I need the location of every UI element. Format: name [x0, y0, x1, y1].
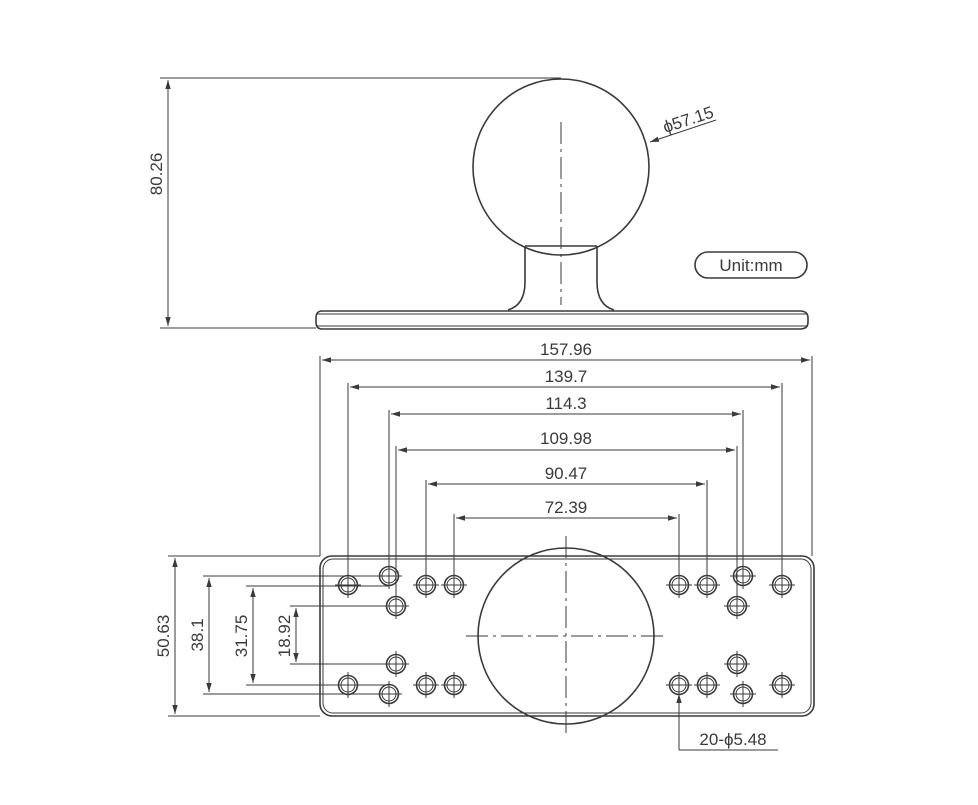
width-label-139-7: 139.7 — [545, 367, 588, 386]
mounting-hole — [666, 672, 692, 698]
mounting-hole — [769, 572, 795, 598]
ball-diameter-label: ϕ57.15 — [661, 103, 716, 137]
width-label-114-3: 114.3 — [545, 394, 586, 413]
mounting-hole — [724, 651, 750, 677]
hole-callout: 20-ϕ5.48 — [676, 694, 778, 751]
height-label-18-92: 18.92 — [275, 615, 294, 658]
side-view: 80.26 ϕ57.15 Unit:mm — [147, 77, 809, 330]
width-dimensions: 157.96 139.7 114.3 109.98 90.47 — [319, 340, 813, 606]
width-label-109-98: 109.98 — [540, 429, 592, 448]
height-label-50-63: 50.63 — [154, 615, 173, 658]
height-dimensions: 50.63 38.1 31.75 18.92 — [154, 555, 396, 717]
mounting-hole — [730, 681, 756, 707]
mounting-hole — [413, 672, 439, 698]
mounting-hole — [694, 672, 720, 698]
unit-badge — [694, 251, 808, 279]
mounting-hole — [769, 672, 795, 698]
unit-label: Unit:mm — [719, 256, 782, 275]
width-label-72-39: 72.39 — [545, 498, 588, 517]
hole-callout-label: 20-ϕ5.48 — [699, 730, 766, 749]
ball-neck — [507, 246, 615, 311]
base-plate-top — [319, 555, 815, 717]
height-label-31-75: 31.75 — [232, 615, 251, 658]
width-label-90-47: 90.47 — [545, 464, 588, 483]
height-dim-label: 80.26 — [147, 153, 166, 196]
width-label-157-96: 157.96 — [540, 340, 592, 359]
height-label-38-1: 38.1 — [188, 618, 207, 651]
ball-diameter-leader — [649, 119, 717, 143]
top-view: 157.96 139.7 114.3 109.98 90.47 — [154, 340, 815, 751]
mounting-holes — [335, 563, 795, 707]
mounting-hole — [441, 672, 467, 698]
